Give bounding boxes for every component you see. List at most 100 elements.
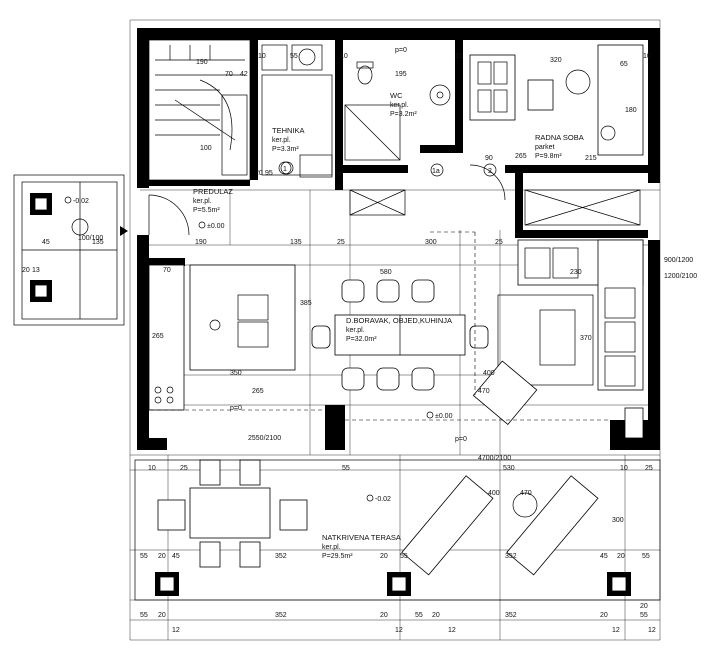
dim-hall-1: 190 bbox=[195, 239, 207, 246]
dim-living-3: 370 bbox=[580, 335, 592, 342]
entrance-porch bbox=[13, 174, 128, 326]
dim-vertical-1: 300 bbox=[612, 517, 624, 524]
dim-hall-4: 300 bbox=[425, 239, 437, 246]
room-floor-wc: ker.pl. bbox=[390, 102, 409, 109]
dim-left-3: 20 bbox=[22, 267, 30, 274]
dim-bottom-9: 12 bbox=[448, 627, 456, 634]
dim-kitchen-3: 385 bbox=[300, 300, 312, 307]
dim-bottom-7: 55 bbox=[415, 612, 423, 619]
dim-top-9: 320 bbox=[550, 57, 562, 64]
dim-hall-2: 135 bbox=[290, 239, 302, 246]
level-p0-wc: p=0 bbox=[395, 47, 407, 54]
dim-top-4: 10 bbox=[258, 53, 266, 60]
level-p0-terrace: p=0 bbox=[455, 436, 467, 443]
dim-stairs-2: 95 bbox=[265, 170, 273, 177]
level-markers: -0.02 ±0.00 ±0.00 -0.02 p=0 p=0 p=0 bbox=[64, 47, 467, 503]
dim-bottom-4: 352 bbox=[275, 612, 287, 619]
staircase bbox=[148, 39, 251, 181]
dim-bottom-11: 20 bbox=[600, 612, 608, 619]
room-name-dnevni: D.BORAVAK, OBJED,KUHINJA bbox=[346, 316, 452, 325]
dim-terrace-bottom-7: 352 bbox=[505, 553, 517, 560]
dim-bottom-6: 12 bbox=[395, 627, 403, 634]
sofa-set bbox=[472, 239, 644, 439]
level-living: ±0.00 bbox=[435, 413, 453, 420]
terrace-furniture bbox=[134, 459, 661, 601]
dim-left-1: 45 bbox=[42, 239, 50, 246]
dim-bottom-13: 55 bbox=[640, 612, 648, 619]
dim-terrace-top-1: 10 bbox=[148, 465, 156, 472]
room-floor-tehnika: ker.pl. bbox=[272, 137, 291, 144]
dim-top-6: 10 bbox=[340, 53, 348, 60]
dim-top-10: 65 bbox=[620, 61, 628, 68]
dim-top-7: 195 bbox=[395, 71, 407, 78]
level-p0-door: p=0 bbox=[230, 405, 242, 412]
dim-terrace-bottom-6: 55 bbox=[400, 553, 408, 560]
dim-vertical-2: 400 bbox=[488, 490, 500, 497]
dim-hall-5: 25 bbox=[495, 239, 503, 246]
dim-terrace-bottom-8: 45 bbox=[600, 553, 608, 560]
dim-terrace-top-3: 55 bbox=[342, 465, 350, 472]
room-name-tehnika: TEHNIKA bbox=[272, 126, 305, 135]
dim-bottom-15: 12 bbox=[648, 627, 656, 634]
room-labels: TEHNIKA ker.pl. P=3.3m² WC ker.pl. P=3.2… bbox=[193, 91, 584, 560]
dim-radna-4: 180 bbox=[625, 107, 637, 114]
dim-window-2: 900/1200 bbox=[664, 257, 693, 264]
dim-left-2: 135 bbox=[92, 239, 104, 246]
dim-living-4: 400 bbox=[483, 370, 495, 377]
dim-terrace-bottom-4: 352 bbox=[275, 553, 287, 560]
dim-terrace-top-5: 4700/2100 bbox=[478, 455, 511, 462]
dim-living-6: 265 bbox=[252, 388, 264, 395]
level-hall: ±0.00 bbox=[207, 223, 225, 230]
dim-terrace-bottom-10: 55 bbox=[642, 553, 650, 560]
room-area-wc: P=3.2m² bbox=[390, 111, 417, 118]
dim-radna-3: 215 bbox=[585, 155, 597, 162]
dim-stairs-3: 100 bbox=[200, 145, 212, 152]
dim-top-5: 55 bbox=[290, 53, 298, 60]
door-swings bbox=[148, 164, 610, 421]
dim-radna-1: 265 bbox=[515, 153, 527, 160]
dim-kitchen-2: 350 bbox=[230, 370, 242, 377]
dining-set bbox=[311, 279, 489, 391]
dim-top-3: 42 bbox=[240, 71, 248, 78]
dim-bottom-3: 12 bbox=[172, 627, 180, 634]
dim-terrace-top-7: 10 bbox=[620, 465, 628, 472]
level-terrace: -0.02 bbox=[375, 496, 391, 503]
room-name-wc: WC bbox=[390, 91, 403, 100]
interior-walls bbox=[145, 40, 648, 266]
dim-top-11: 10 bbox=[643, 53, 651, 60]
office-furniture bbox=[469, 44, 644, 226]
dim-terrace-top-4: 2550/2100 bbox=[248, 435, 281, 442]
room-area-radna-soba: P=9.8m² bbox=[535, 153, 562, 160]
dim-vertical-3: 470 bbox=[520, 490, 532, 497]
dim-left-5: 70 bbox=[163, 267, 171, 274]
dim-bottom-10: 352 bbox=[505, 612, 517, 619]
room-area-tehnika: P=3.3m² bbox=[272, 146, 299, 153]
dim-bottom-5: 20 bbox=[380, 612, 388, 619]
technical-room bbox=[261, 44, 333, 178]
dim-bottom-12: 12 bbox=[612, 627, 620, 634]
dim-bottom-14: 20 bbox=[640, 603, 648, 610]
dim-terrace-bottom-1: 55 bbox=[140, 553, 148, 560]
dim-bottom-2: 20 bbox=[158, 612, 166, 619]
room-floor-dnevni: ker.pl. bbox=[346, 327, 365, 334]
kitchen bbox=[148, 264, 296, 411]
dim-living-1: 580 bbox=[380, 269, 392, 276]
dim-terrace-top-8: 25 bbox=[645, 465, 653, 472]
room-area-dnevni: P=32.0m² bbox=[346, 336, 377, 343]
dim-top-8: 10 bbox=[455, 53, 463, 60]
dim-kitchen-1: 265 bbox=[152, 333, 164, 340]
room-area-predulaz: P=5.5m² bbox=[193, 207, 220, 214]
room-floor-predulaz: ker.pl. bbox=[193, 198, 212, 205]
marker-2: 2 bbox=[488, 168, 492, 175]
dim-top-2: 70 bbox=[225, 71, 233, 78]
marker-1: 1 bbox=[283, 166, 287, 173]
wc-fixtures bbox=[344, 61, 451, 161]
dim-window-3: 1200/2100 bbox=[664, 273, 697, 280]
dim-stairs-1: 20 bbox=[255, 170, 263, 177]
marker-1a: 1a bbox=[432, 168, 440, 175]
dim-terrace-top-6: 530 bbox=[503, 465, 515, 472]
dim-living-5: 470 bbox=[478, 388, 490, 395]
dimension-labels: 190 70 42 10 55 10 195 10 320 65 10 265 … bbox=[22, 53, 697, 634]
dim-terrace-bottom-9: 20 bbox=[617, 553, 625, 560]
